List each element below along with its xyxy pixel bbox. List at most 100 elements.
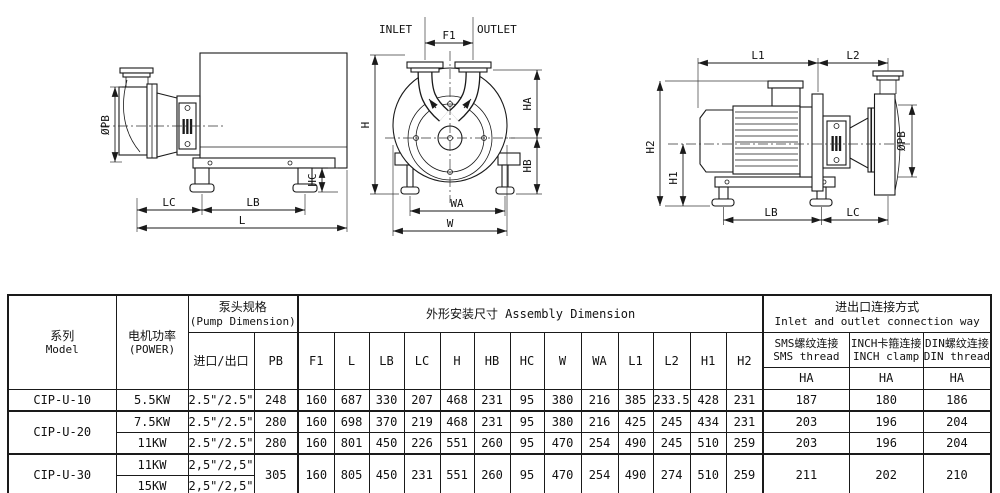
header-inch-cn: INCH卡箍连接 (850, 336, 922, 350)
header-power-cn: 电机功率 (127, 328, 176, 343)
header-sms: SMS螺纹连接 SMS thread (762, 332, 850, 368)
dim-label-hb: HB (521, 159, 534, 173)
dim-label-w: W (447, 217, 454, 230)
cell-power: 5.5KW (115, 389, 189, 412)
dim-label-l1: L1 (751, 49, 764, 62)
cell-din-ha: 204 (922, 410, 992, 433)
header-conn-en: Inlet and outlet connection way (774, 314, 980, 328)
cell-l2: 245 (652, 410, 691, 433)
cell-h: 468 (439, 410, 475, 433)
table-row-cip-u-20a: CIP-U-20 7.5KW 2.5"/2.5" 280 160 698 370… (7, 410, 992, 455)
pump-casing (873, 93, 896, 196)
cell-h2: 259 (725, 453, 764, 493)
cell-wa: 254 (580, 432, 619, 455)
header-sms-ha: HA (762, 367, 850, 390)
cell-hb: 231 (473, 389, 511, 412)
header-series: 系列 Model (7, 294, 117, 390)
cell-l2: 245 (652, 432, 691, 455)
cell-pb: 280 (253, 410, 299, 433)
dim-label-lb: LB (764, 206, 778, 219)
cell-inch-ha: 196 (848, 432, 924, 455)
cell-wa: 216 (580, 410, 619, 433)
flow-arrow (428, 98, 438, 109)
header-sms-cn: SMS螺纹连接 (774, 336, 839, 350)
header-dim-w: W (543, 332, 582, 390)
suction-flange (872, 70, 904, 77)
dim-label-pb: ØPB (99, 115, 112, 135)
header-power: 电机功率 (POWER) (115, 294, 189, 390)
foot-pad (400, 186, 420, 195)
base-frame (714, 176, 836, 188)
cell-inch-ha: 180 (848, 389, 924, 412)
cone-adapter (156, 92, 178, 158)
drawing-side-view-motor: L1 L2 H2 H1 ØPB LB LC (644, 49, 917, 225)
cell-wa: 254 (580, 453, 619, 493)
cell-io: 2.5"/2.5" (187, 432, 255, 455)
foot-pad (495, 186, 515, 195)
cell-sms-ha: 203 (762, 432, 850, 455)
header-dim-lb: LB (368, 332, 405, 390)
table-row-cip-u-30b: 15KW 2,5"/2,5" (8, 475, 991, 493)
cell-lc: 226 (403, 432, 441, 455)
cell-l: 687 (333, 389, 370, 412)
drawing-front-view-pump: INLET OUTLET F1 H HA HB WA W (359, 17, 542, 236)
header-din: DIN螺纹连接 DIN thread (922, 332, 992, 368)
table-row-cip-u-30a: CIP-U-30 11KW 2,5"/2,5" 305 160 805 450 … (7, 453, 992, 493)
cell-f1: 160 (297, 453, 335, 493)
cell-io: 2,5"/2,5" (187, 475, 255, 493)
cell-io: 2.5"/2.5" (187, 389, 255, 412)
cell-pb: 280 (253, 432, 299, 455)
dim-label-wa: WA (450, 197, 464, 210)
dim-label-h1: H1 (667, 171, 680, 184)
dim-label-pb: ØPB (895, 131, 908, 151)
cell-f1: 160 (297, 389, 335, 412)
dim-label-lb: LB (246, 196, 260, 209)
inlet-label: INLET (379, 23, 412, 36)
header-assembly-group: 外形安装尺寸 Assembly Dimension (297, 294, 764, 333)
cell-pb: 248 (253, 389, 299, 412)
header-dim-wa: WA (580, 332, 619, 390)
cell-hb: 260 (473, 453, 511, 493)
cell-l: 801 (333, 432, 370, 455)
header-conn-cn: 进出口连接方式 (835, 300, 920, 315)
adapter-plate (811, 93, 824, 192)
cell-w: 380 (543, 389, 582, 412)
cell-power: 7.5KW (115, 410, 189, 433)
cell-h2: 231 (725, 410, 764, 433)
cell-l1: 425 (617, 410, 654, 433)
pump-casing (118, 86, 148, 156)
cell-w: 470 (543, 432, 582, 455)
header-dim-hc: HC (509, 332, 545, 390)
cell-hb: 231 (473, 410, 511, 433)
table-row-cip-u-20b: 11KW 2.5"/2.5" 280 160 801 450 226 551 2… (8, 432, 992, 455)
header-din-cn: DIN螺纹连接 (924, 336, 989, 350)
header-inch-en: INCH clamp (853, 350, 920, 363)
dim-label-lc: LC (162, 196, 175, 209)
cell-sms-ha: 211 (762, 453, 850, 493)
motor-body (199, 52, 348, 169)
header-row-ha: HA HA HA (8, 367, 992, 390)
cell-l: 698 (333, 410, 370, 433)
cone-adapter (849, 117, 869, 169)
cell-h1: 510 (689, 453, 727, 493)
cell-lc: 219 (403, 410, 441, 433)
cell-w: 470 (543, 453, 582, 493)
cell-lc: 231 (403, 453, 441, 493)
cell-io: 2.5"/2.5" (187, 410, 255, 433)
cell-h1: 428 (689, 389, 727, 412)
header-pump-en: (Pump Dimension) (189, 314, 296, 328)
cell-wa: 216 (580, 389, 619, 412)
header-power-en: (POWER) (128, 343, 176, 357)
cell-h: 468 (439, 389, 475, 412)
terminal-box (771, 87, 801, 107)
cell-lc: 207 (403, 389, 441, 412)
dim-label-hc: HC (306, 173, 319, 186)
cell-l2: 274 (652, 453, 691, 493)
cell-l1: 490 (617, 453, 654, 493)
cell-din-ha: 186 (922, 389, 992, 412)
cell-hc: 95 (509, 389, 545, 412)
cell-lb: 450 (368, 453, 405, 493)
header-pump-dimension-group: 泵头规格 (Pump Dimension) (187, 294, 299, 333)
dim-label-ha: HA (521, 97, 534, 111)
